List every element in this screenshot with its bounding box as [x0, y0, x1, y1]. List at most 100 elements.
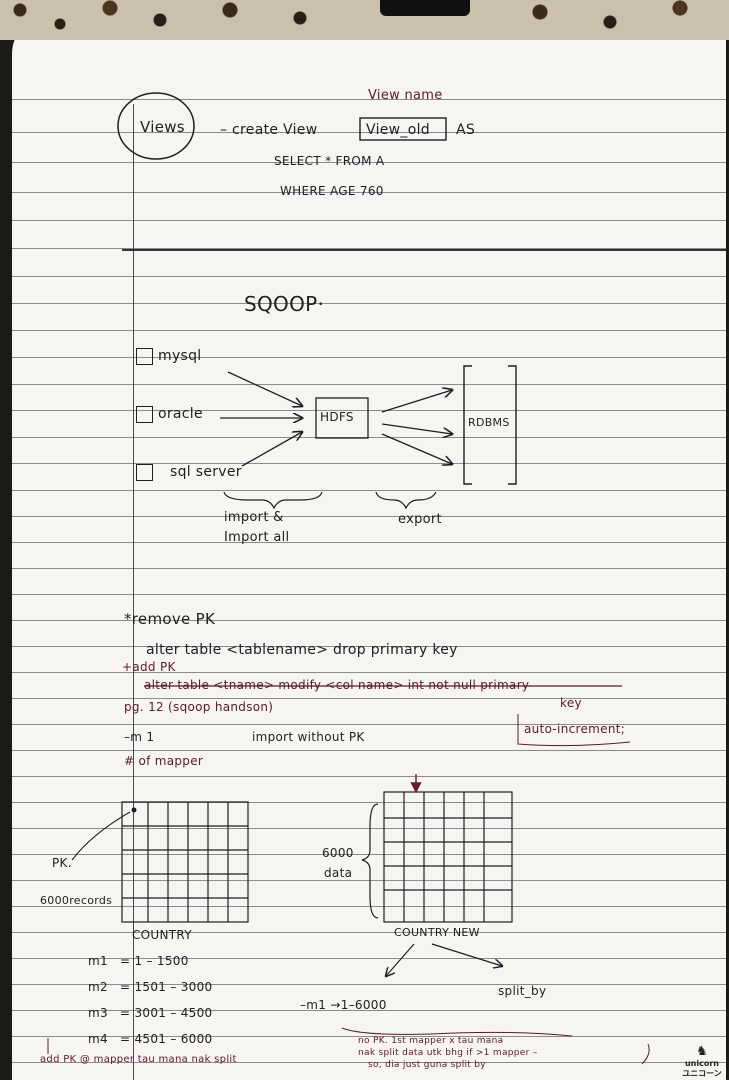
- mapper-range: = 1 – 1500: [120, 954, 189, 968]
- background-fabric: [0, 0, 729, 40]
- rule-line: [12, 672, 726, 673]
- split-arrow-left: [386, 943, 415, 976]
- rule-line: [12, 906, 726, 907]
- mapper-name: m2: [88, 980, 108, 994]
- rule-line: [12, 162, 726, 163]
- country-label: COUNTRY: [132, 928, 192, 942]
- rule-line: [12, 984, 726, 985]
- rule-line: [12, 463, 726, 464]
- rdbms-label: RDBMS: [468, 416, 510, 429]
- margin-line: [133, 104, 134, 1080]
- rule-line: [12, 192, 726, 193]
- country-table: [121, 801, 249, 923]
- export-brace: [375, 491, 437, 510]
- rule-line: [12, 698, 726, 699]
- mysql-arrow: [227, 371, 302, 406]
- m-flag: –m 1: [124, 730, 155, 744]
- rule-line: [12, 594, 726, 595]
- mapper-range: = 3001 – 4500: [120, 1006, 213, 1020]
- page-reference: pg. 12 (sqoop handson): [124, 700, 274, 714]
- rule-line: [12, 542, 726, 543]
- rule-line: [12, 516, 726, 517]
- pk-label: PK.: [52, 856, 72, 870]
- rule-line: [12, 880, 726, 881]
- views-circle: [117, 92, 195, 160]
- where-line: WHERE AGE 760: [280, 184, 384, 198]
- note-bracket: [341, 1027, 573, 1037]
- rule-line: [12, 932, 726, 933]
- rdbms-bracket: [463, 365, 517, 485]
- rule-line: [12, 330, 726, 331]
- split-by-label: split_by: [498, 984, 547, 998]
- brand-subtext: ユニコーン: [682, 1069, 722, 1078]
- bottom-right-note-3: so, dia just guna split by: [368, 1060, 486, 1070]
- sqlserver-checkbox: [136, 464, 153, 481]
- data-word-label: data: [324, 866, 353, 880]
- select-line: SELECT * FROM A: [274, 154, 385, 168]
- rule-line: [12, 568, 726, 569]
- country-new-label: COUNTRY NEW: [394, 926, 480, 939]
- hdfs-label: HDFS: [320, 410, 354, 424]
- pk-dot: [131, 807, 137, 813]
- export-label: export: [398, 512, 442, 527]
- mapper-name: m4: [88, 1032, 108, 1046]
- views-heading: Views: [140, 118, 185, 136]
- add-pk-key: key: [560, 696, 582, 710]
- auto-increment-label: auto-increment;: [524, 722, 626, 736]
- num-mapper-label: # of mapper: [124, 754, 204, 768]
- rule-line: [12, 357, 726, 358]
- add-pk-title: +add PK: [122, 660, 176, 674]
- view-old-box: [359, 117, 447, 141]
- rule-line: [12, 802, 726, 803]
- import-without-pk: import without PK: [252, 730, 365, 744]
- oracle-checkbox: [136, 406, 153, 423]
- rule-line: [12, 220, 726, 221]
- sqlserver-label: sql server: [170, 464, 242, 480]
- mapper-name: m1: [88, 954, 108, 968]
- brand-name: unicorn: [684, 1059, 719, 1068]
- remove-pk-title: *remove PK: [124, 610, 216, 628]
- mapper-range: = 1501 – 3000: [120, 980, 213, 994]
- as-keyword: AS: [456, 122, 476, 138]
- rule-line: [12, 776, 726, 777]
- import-label: import &: [224, 510, 284, 525]
- data-brace: [361, 803, 379, 919]
- rule-line: [12, 384, 726, 385]
- rule-line: [12, 958, 726, 959]
- rule-line: [12, 99, 726, 100]
- rule-line: [12, 1036, 726, 1037]
- drop-pk-command: alter table <tablename> drop primary key: [146, 642, 458, 658]
- rule-line: [12, 490, 726, 491]
- auto-increment-bracket: [517, 714, 631, 747]
- hdfs-box: [315, 397, 369, 439]
- rule-line: [12, 303, 726, 304]
- rule-line: [12, 276, 726, 277]
- view-name-annotation: View name: [368, 88, 443, 103]
- view-old-text: View_old: [366, 122, 430, 138]
- rule-line: [12, 132, 726, 133]
- add-pk-command: alter table <tname> modify <col name> in…: [144, 678, 530, 692]
- bottom-right-note-1: no PK. 1st mapper x tau mana: [358, 1036, 504, 1046]
- import-brace: [223, 491, 323, 510]
- records-label: 6000records: [40, 894, 113, 907]
- mapper-name: m3: [88, 1006, 108, 1020]
- rule-line: [12, 724, 726, 725]
- mapper-range: = 4501 – 6000: [120, 1032, 213, 1046]
- rule-line: [12, 1062, 726, 1063]
- country-new-table: [383, 791, 513, 923]
- create-view-text: – create View: [220, 122, 318, 138]
- split-arrow-right: [431, 943, 502, 966]
- rule-line: [12, 437, 726, 438]
- import-all-label: Import all: [224, 530, 290, 545]
- data-count-label: 6000: [322, 846, 354, 860]
- bottom-right-note-2: nak split data utk bhg if >1 mapper –: [358, 1048, 538, 1058]
- bottom-left-note: add PK @ mapper tau mana nak split: [40, 1054, 237, 1065]
- brand-mark: ♞ unicorn ユニコーン: [682, 1044, 722, 1079]
- rule-line: [12, 248, 726, 249]
- rule-line: [12, 1010, 726, 1011]
- oracle-label: oracle: [158, 406, 203, 422]
- export-arrow-1: [381, 390, 452, 413]
- mysql-checkbox: [136, 348, 153, 365]
- rule-line: [12, 750, 726, 751]
- sqoop-title: SQOOP·: [244, 292, 325, 316]
